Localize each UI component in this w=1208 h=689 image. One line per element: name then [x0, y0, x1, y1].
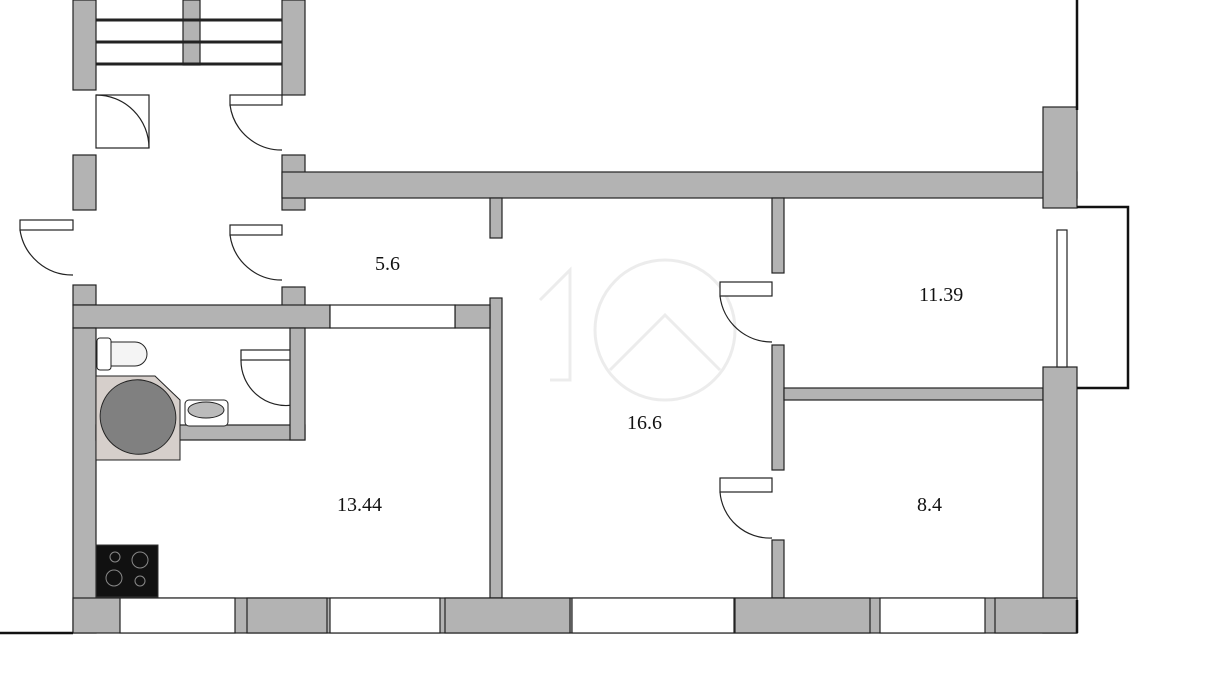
windows: [119, 229, 1078, 634]
room-area-label: 13.44: [337, 494, 382, 516]
room-area-label: 5.6: [375, 253, 400, 275]
room-area-label: 16.6: [627, 412, 662, 434]
sink-icon: [184, 399, 229, 427]
watermark-logo: [538, 258, 737, 402]
bathtub-icon: [95, 375, 181, 461]
room-area-label: 8.4: [917, 494, 942, 516]
room-area-label: 11.39: [919, 284, 964, 306]
door-swings: [19, 94, 773, 539]
walls: [72, 106, 1078, 634]
toilet-icon: [96, 337, 148, 371]
balcony: [0, 0, 1130, 635]
stairwell: [72, 0, 306, 308]
stove-icon: [95, 544, 159, 598]
